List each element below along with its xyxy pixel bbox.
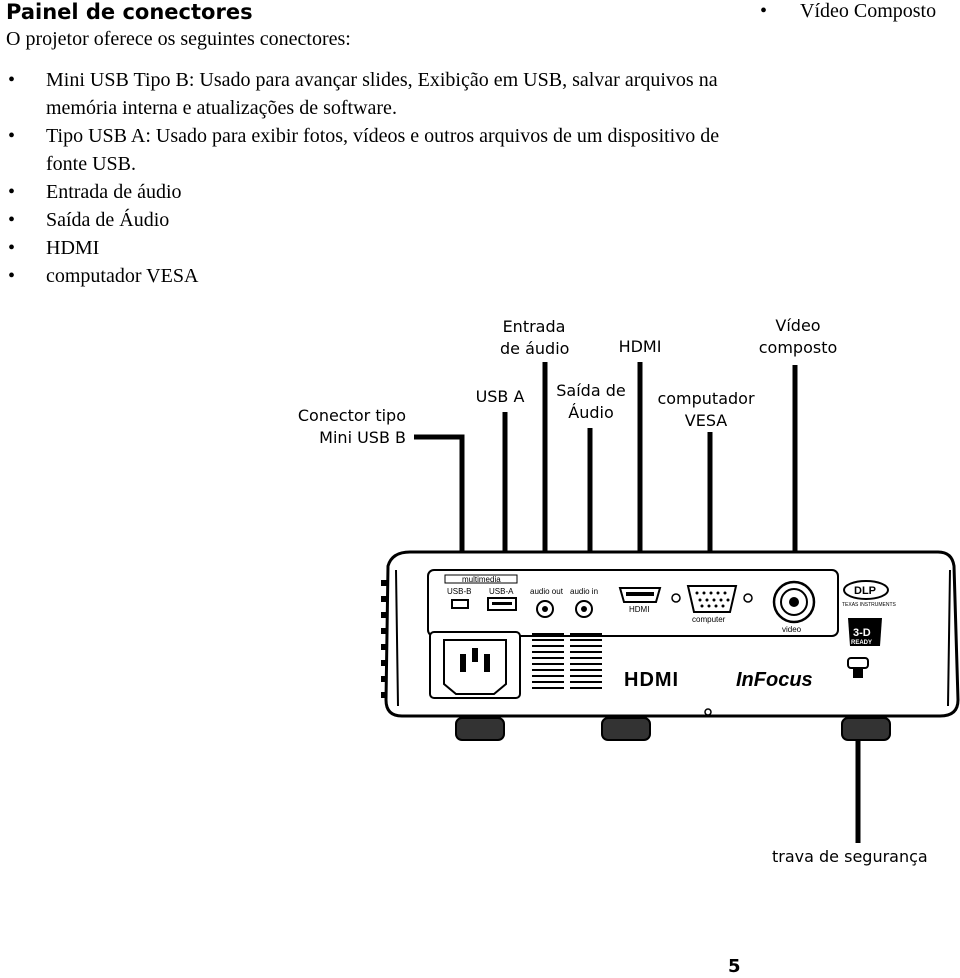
power-inlet bbox=[443, 639, 507, 695]
vent-grids bbox=[532, 633, 602, 689]
label-usb-a: USB-A bbox=[489, 587, 514, 596]
leader-mini-usb bbox=[414, 434, 465, 590]
label-ready: READY bbox=[851, 640, 872, 646]
callout-mini-usb-b-line1: Conector tipo bbox=[297, 406, 406, 425]
callout-mini-usb-b-line2: Mini USB B bbox=[319, 428, 406, 447]
connector-bullet-list: Mini USB Tipo B: Usado para avançar slid… bbox=[6, 66, 726, 290]
callout-video-composto-line1: Vídeo bbox=[775, 316, 821, 335]
label-computer: computer bbox=[692, 615, 726, 624]
callout-computador-vesa-line1: computador bbox=[657, 389, 755, 408]
label-video: video bbox=[782, 625, 802, 634]
bullet-hdmi: HDMI bbox=[6, 234, 726, 262]
page-number: 5 bbox=[728, 956, 741, 977]
section-heading: Painel de conectores bbox=[6, 0, 253, 24]
hdmi-logo: HDMI bbox=[624, 669, 679, 691]
callout-usb-a: USB A bbox=[475, 387, 525, 406]
callout-video-composto-line2: composto bbox=[758, 338, 838, 357]
body-sides bbox=[395, 569, 951, 707]
bullet-audio-in: Entrada de áudio bbox=[6, 178, 726, 206]
bullet-dot: • bbox=[760, 0, 768, 22]
bullet-mini-usb: Mini USB Tipo B: Usado para avançar slid… bbox=[6, 66, 726, 122]
label-audio-in: audio in bbox=[570, 587, 598, 596]
bullet-audio-out: Saída de Áudio bbox=[6, 206, 726, 234]
callout-video-composto: Vídeo composto bbox=[756, 315, 840, 359]
callout-entrada-audio: Entrada de áudio bbox=[500, 316, 570, 360]
label-audio-out: audio out bbox=[530, 587, 564, 596]
callout-mini-usb-b: Conector tipo Mini USB B bbox=[286, 405, 406, 449]
usb-b-port bbox=[451, 599, 469, 609]
projector-feet bbox=[455, 717, 891, 741]
callout-entrada-audio-line1: Entrada bbox=[502, 317, 566, 336]
callout-entrada-audio-line2: de áudio bbox=[500, 339, 570, 358]
label-3d: 3-D bbox=[853, 627, 871, 639]
bullet-composite-video-text: Vídeo Composto bbox=[800, 0, 937, 22]
intro-text: O projetor oferece os seguintes conector… bbox=[6, 28, 351, 50]
label-texas: TEXAS INSTRUMENTS bbox=[842, 602, 897, 608]
label-dlp: DLP bbox=[854, 585, 876, 597]
security-lock-slot bbox=[847, 657, 869, 669]
bullet-usb-a: Tipo USB A: Usado para exibir fotos, víd… bbox=[6, 122, 726, 178]
callout-computador-vesa: computador VESA bbox=[652, 388, 760, 432]
left-ridges bbox=[381, 580, 387, 698]
3d-ready-badge bbox=[848, 618, 882, 646]
callout-hdmi: HDMI bbox=[618, 337, 662, 356]
multimedia-bracket bbox=[444, 574, 518, 584]
callout-saida-audio: Saída de Áudio bbox=[556, 380, 626, 424]
label-multimedia: multimedia bbox=[462, 575, 501, 584]
callout-trava-seguranca: trava de segurança bbox=[772, 847, 928, 866]
callout-saida-audio-line2: Áudio bbox=[568, 403, 614, 422]
projector-body: multimedia USB-B USB-A audio out audio i… bbox=[381, 550, 960, 741]
label-usb-b: USB-B bbox=[447, 587, 471, 596]
callout-saida-audio-line1: Saída de bbox=[556, 381, 626, 400]
callout-computador-vesa-line2: VESA bbox=[684, 411, 728, 430]
bullet-composite-video: • Vídeo Composto bbox=[760, 0, 936, 23]
bullet-vesa: computador VESA bbox=[6, 262, 726, 290]
dlp-logo bbox=[843, 580, 889, 600]
label-hdmi-port: HDMI bbox=[629, 605, 649, 614]
infocus-logo: InFocus bbox=[736, 669, 813, 691]
